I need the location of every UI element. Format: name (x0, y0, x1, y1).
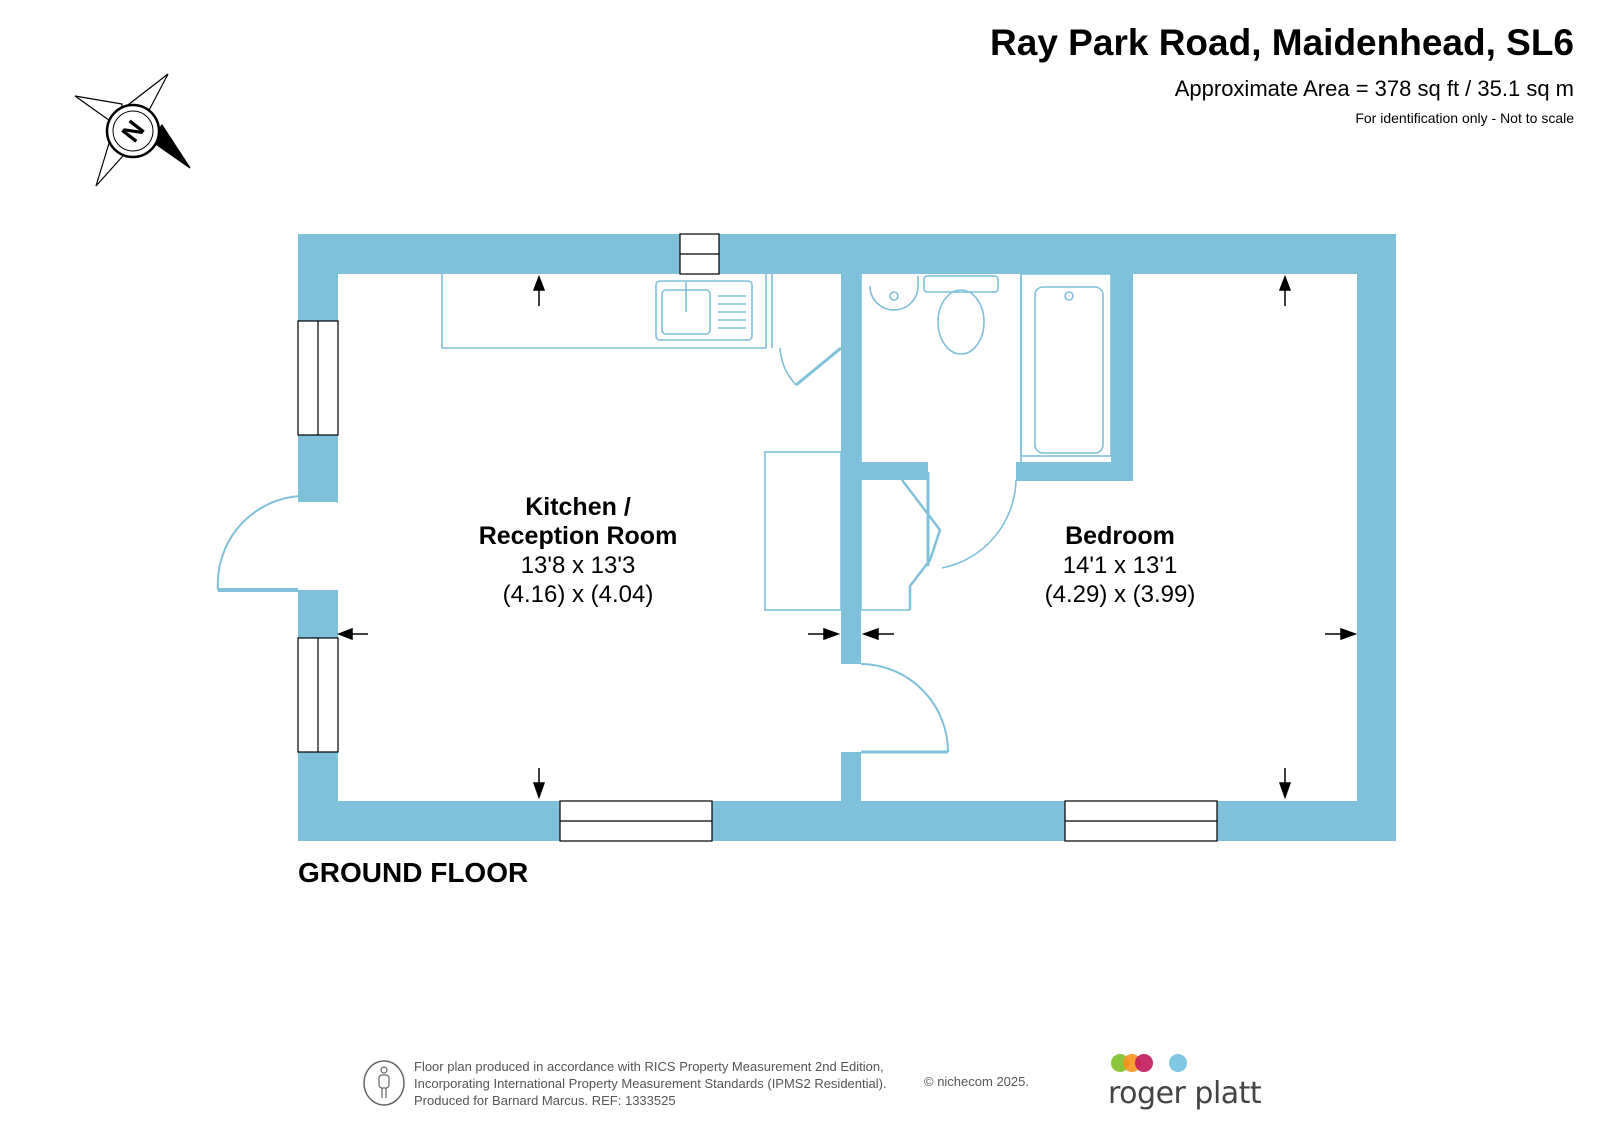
room-label-bedroom: Bedroom 14'1 x 13'1 (4.29) x (3.99) (1020, 522, 1220, 609)
room-imperial: 13'8 x 13'3 (520, 552, 636, 579)
brand-name: roger platt (1108, 1076, 1262, 1111)
room-imperial: 14'1 x 13'1 (1062, 552, 1178, 579)
windows (297, 233, 1218, 842)
room-metric: (4.16) x (4.04) (502, 581, 654, 608)
scale-disclaimer: For identification only - Not to scale (1355, 110, 1574, 126)
room-name-line2: Reception Room (478, 522, 678, 550)
bedroom-door (860, 663, 949, 754)
footer-line2: Incorporating International Property Mea… (414, 1076, 887, 1091)
entrance-door (216, 494, 339, 592)
room-name: Bedroom (1065, 522, 1175, 550)
bathroom-fittings (860, 273, 1112, 462)
property-title: Ray Park Road, Maidenhead, SL6 (990, 22, 1574, 63)
copyright: © nichecom 2025. (924, 1074, 1029, 1089)
floor-label: GROUND FLOOR (298, 857, 529, 888)
dimension-arrows (336, 274, 1358, 800)
room-label-kitchen-reception: Kitchen / Reception Room 13'8 x 13'3 (4.… (458, 493, 698, 609)
brand-logo-dots-icon (1111, 1054, 1187, 1072)
room-name-line1: Kitchen / (525, 493, 631, 521)
footer-line3: Produced for Barnard Marcus. REF: 133352… (414, 1093, 676, 1108)
person-icon (363, 1060, 405, 1106)
cupboard-door (764, 274, 842, 611)
approximate-area: Approximate Area = 378 sq ft / 35.1 sq m (1174, 76, 1574, 101)
kitchen-worktop (441, 274, 767, 349)
footer-disclaimer: Floor plan produced in accordance with R… (414, 1058, 887, 1109)
footer-line1: Floor plan produced in accordance with R… (414, 1059, 884, 1074)
room-metric: (4.29) x (3.99) (1044, 581, 1196, 608)
bathroom-door (860, 472, 1017, 611)
compass-icon: N (74, 73, 191, 187)
